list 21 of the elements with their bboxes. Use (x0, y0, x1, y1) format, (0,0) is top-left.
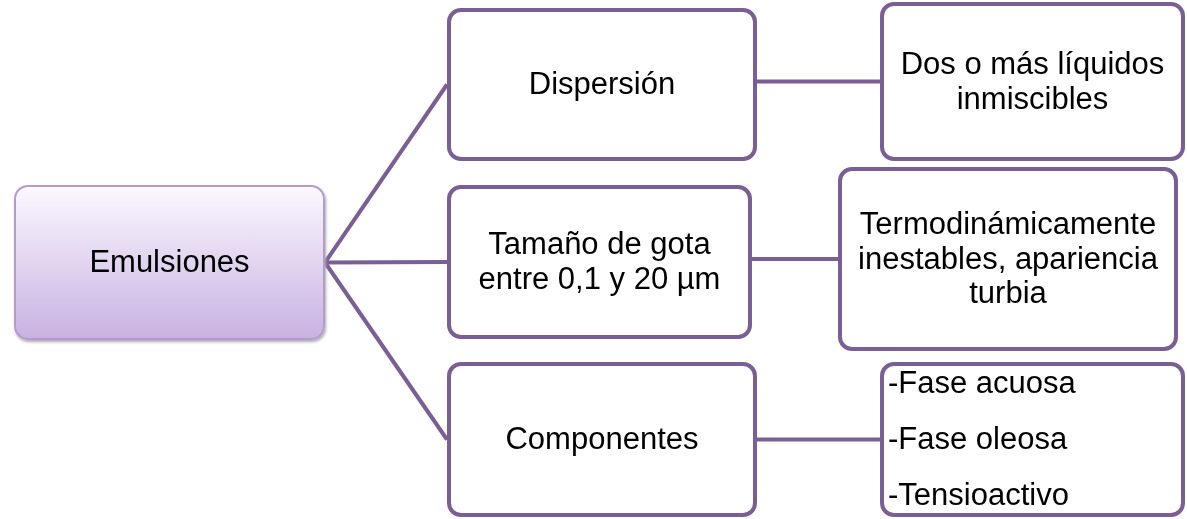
connector-line (757, 437, 880, 442)
topic-box (14, 185, 325, 340)
connector-line (752, 257, 838, 261)
connector-line (325, 260, 447, 265)
connector-line (323, 261, 449, 441)
box-label: Componentes (505, 422, 699, 457)
list-item: -Tensioactivo (888, 478, 1069, 513)
concept-box (838, 167, 1178, 351)
list-item: -Fase acuosa (888, 366, 1076, 401)
box-label: Termodinámicamente inestables, apariencia turbia (857, 206, 1159, 312)
concept-box (880, 362, 1185, 517)
box-label: Tamaño de gota entre 0,1 y 20 µm (477, 227, 722, 297)
concept-box (447, 185, 752, 339)
concept-box (447, 362, 757, 517)
connector-line (757, 79, 880, 84)
box-label: Dispersión (528, 67, 676, 102)
box-label: Dos o más líquidos inmiscibles (899, 46, 1166, 117)
concept-box (447, 8, 757, 161)
box-label: Emulsiones (89, 245, 250, 280)
concept-box (880, 2, 1185, 161)
list-item: -Fase oleosa (888, 422, 1068, 457)
